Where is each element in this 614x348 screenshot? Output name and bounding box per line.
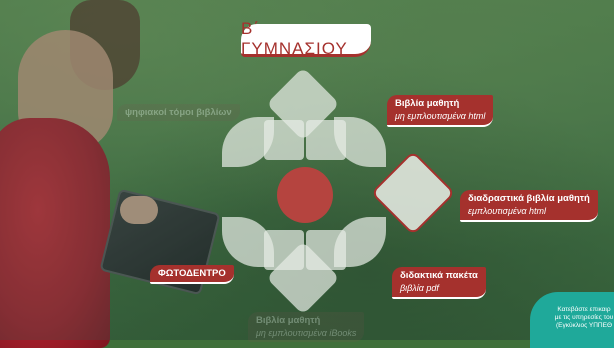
- notice-line-1: Κατεβάστε επικαιρ: [557, 306, 611, 313]
- link-student-ibooks-title: Βιβλία μαθητή: [256, 315, 321, 326]
- link-student-books[interactable]: Βιβλία μαθητή μη εμπλουτισμένα html: [387, 95, 494, 127]
- center-circle: [277, 167, 333, 223]
- link-student-ibooks-sub: μη εμπλουτισμένα iBooks: [256, 328, 357, 338]
- link-teacher-volumes[interactable]: ψηφιακοί τόμοι βιβλίων: [117, 104, 240, 121]
- background-hand: [120, 196, 158, 224]
- link-didactic-packages[interactable]: διδακτικά πακέτα βιβλία pdf: [392, 267, 486, 299]
- link-didactic-packages-title: διδακτικά πακέτα: [400, 270, 478, 281]
- link-interactive-books-title: διαδραστικά βιβλία μαθητή: [468, 193, 590, 204]
- notice-box[interactable]: Κατεβάστε επικαιρ με τις υπηρεσίες του (…: [530, 292, 614, 348]
- petal-top-mid-right[interactable]: [306, 120, 346, 160]
- link-photodendro[interactable]: ΦΩΤΟΔΕΝΤΡΟ: [150, 265, 234, 284]
- link-student-books-sub: μη εμπλουτισμένα html: [395, 111, 486, 121]
- link-student-ibooks[interactable]: Βιβλία μαθητή μη εμπλουτισμένα iBooks: [248, 312, 365, 342]
- link-interactive-books-sub: εμπλουτισμένα html: [468, 206, 546, 216]
- petal-top-mid-left[interactable]: [264, 120, 304, 160]
- link-teacher-volumes-title: ψηφιακοί τόμοι βιβλίων: [125, 107, 232, 118]
- page-title: Β΄ ΓΥΜΝΑΣΙΟΥ: [241, 19, 371, 58]
- notice-line-2: με τις υπηρεσίες του: [554, 314, 614, 321]
- background-girl-dress: [0, 118, 110, 348]
- link-interactive-books[interactable]: διαδραστικά βιβλία μαθητή εμπλουτισμένα …: [460, 190, 598, 222]
- link-didactic-packages-sub: βιβλία pdf: [400, 283, 439, 293]
- link-photodendro-title: ΦΩΤΟΔΕΝΤΡΟ: [158, 268, 226, 279]
- link-student-books-title: Βιβλία μαθητή: [395, 98, 460, 109]
- notice-line-3: (Εγκύκλιος ΥΠΠΕΘ: [555, 322, 613, 329]
